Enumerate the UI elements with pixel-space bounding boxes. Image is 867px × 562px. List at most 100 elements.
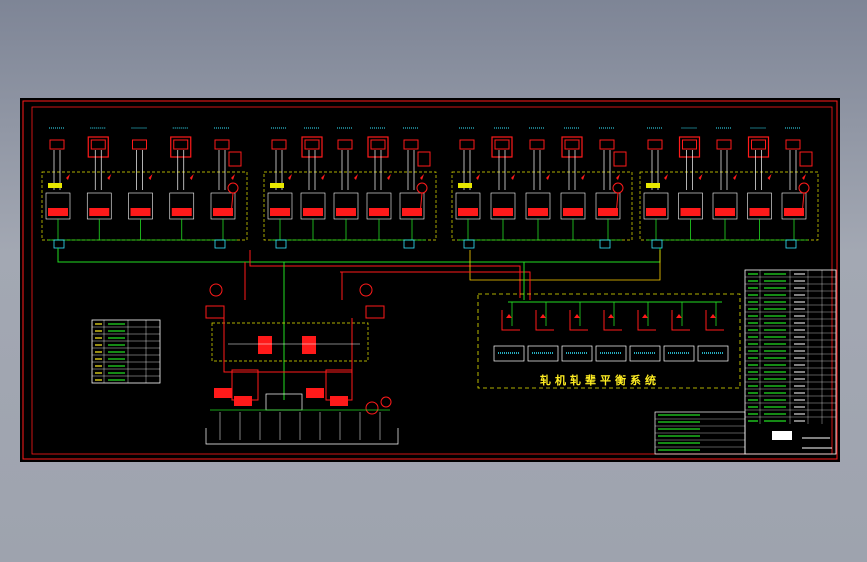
cylinder-body: [90, 139, 106, 150]
valve-arrow: [642, 314, 648, 318]
pump-dashed-box: [211, 322, 369, 362]
cabinet-dashed-box: [477, 293, 741, 389]
cylinder-body: [494, 139, 510, 150]
cylinder-frame: [301, 136, 323, 158]
accumulator: [613, 151, 627, 167]
pump-valve-left: [258, 336, 272, 354]
valve-pressure-line: [603, 310, 622, 331]
flow-arrow: [354, 174, 358, 180]
manifold-pipes: [57, 248, 661, 400]
pump: [380, 396, 392, 408]
cylinder-group: [263, 127, 437, 249]
motor: [365, 401, 379, 415]
valve-a: [214, 388, 232, 398]
valve-spool: [48, 208, 68, 216]
group-tag: [458, 183, 472, 188]
pump-valve-right: [302, 336, 316, 354]
cylinder-body: [49, 139, 65, 150]
cylinder-body: [459, 139, 475, 150]
cylinder-body: [370, 139, 386, 150]
valve-arrow: [574, 314, 580, 318]
cylinder-body: [132, 139, 147, 150]
cylinder-frame: [87, 136, 109, 158]
valve-spool: [715, 208, 735, 216]
valve-spool: [563, 208, 583, 216]
bus-connector: [275, 239, 287, 249]
valve-spool: [303, 208, 323, 216]
gauge-right: [359, 283, 373, 297]
valve-spool: [336, 208, 356, 216]
control-valve-box: [697, 345, 729, 362]
gauge-line: [615, 192, 619, 216]
filter-right: [365, 305, 385, 319]
cylinder-body: [564, 139, 580, 150]
cylinder-frame: [170, 136, 192, 158]
valve-arrow: [676, 314, 682, 318]
drawing-title: 轧机轧辈平衡系统: [540, 373, 660, 387]
cylinder-body: [716, 139, 732, 150]
cylinder-frame: [491, 136, 513, 158]
valve-spool: [270, 208, 290, 216]
cylinder-body: [529, 139, 545, 150]
valve-spool: [458, 208, 478, 216]
valve-arrow: [710, 314, 716, 318]
cylinder-body: [682, 139, 697, 150]
valve-spool: [213, 208, 233, 216]
cylinder-group: [451, 127, 633, 249]
flow-arrow: [288, 174, 292, 180]
valve-spool: [749, 208, 770, 216]
flow-arrow: [321, 174, 325, 180]
cylinder-group: [639, 127, 819, 249]
flow-arrow: [66, 174, 70, 180]
title-block-frame: [744, 269, 837, 455]
cylinder-body: [271, 139, 287, 150]
cylinder-frame: [561, 136, 583, 158]
valve-spool: [171, 208, 192, 216]
group-tag: [270, 183, 284, 188]
cylinder-frame: [678, 136, 701, 158]
valve-spool: [402, 208, 422, 216]
valve-arrow: [540, 314, 546, 318]
flow-arrow: [387, 174, 391, 180]
bus-connector: [463, 239, 475, 249]
group-tag: [646, 183, 660, 188]
flow-arrow: [231, 174, 235, 180]
flow-arrow: [189, 174, 194, 180]
flow-arrow: [581, 174, 585, 180]
control-valve-box: [527, 345, 559, 362]
cylinder-frame: [747, 136, 770, 158]
valve-b: [234, 396, 252, 406]
control-valve-box: [561, 345, 593, 362]
flow-arrow: [664, 174, 668, 180]
valve-arrow: [608, 314, 614, 318]
parts-list-table-left: [91, 319, 161, 384]
cylinder-body: [304, 139, 320, 150]
valve-pressure-line: [637, 310, 656, 331]
bus-connector: [599, 239, 611, 249]
flow-arrow: [476, 174, 480, 180]
bus-connector: [53, 239, 65, 249]
title-block: [654, 269, 837, 455]
flow-arrow: [107, 174, 112, 180]
flow-arrow: [616, 174, 620, 180]
table-frame: [91, 319, 161, 384]
control-valve-box: [595, 345, 627, 362]
return-line: [469, 250, 661, 281]
flow-arrow: [546, 174, 550, 180]
accumulator: [799, 151, 813, 167]
outer-border: [22, 100, 838, 460]
cylinder-frame: [367, 136, 389, 158]
title-name-cell: [772, 431, 792, 440]
gauge-line: [419, 192, 423, 216]
gauge-line: [801, 192, 805, 216]
flow-arrow: [802, 174, 806, 180]
pressure-line: [249, 250, 521, 298]
cylinder-body: [751, 139, 766, 150]
valve-pressure-line: [705, 310, 724, 331]
inner-border: [31, 106, 833, 455]
valve-d: [330, 396, 348, 406]
valve-spool: [646, 208, 666, 216]
flow-arrow: [420, 174, 424, 180]
valve-spool: [369, 208, 389, 216]
